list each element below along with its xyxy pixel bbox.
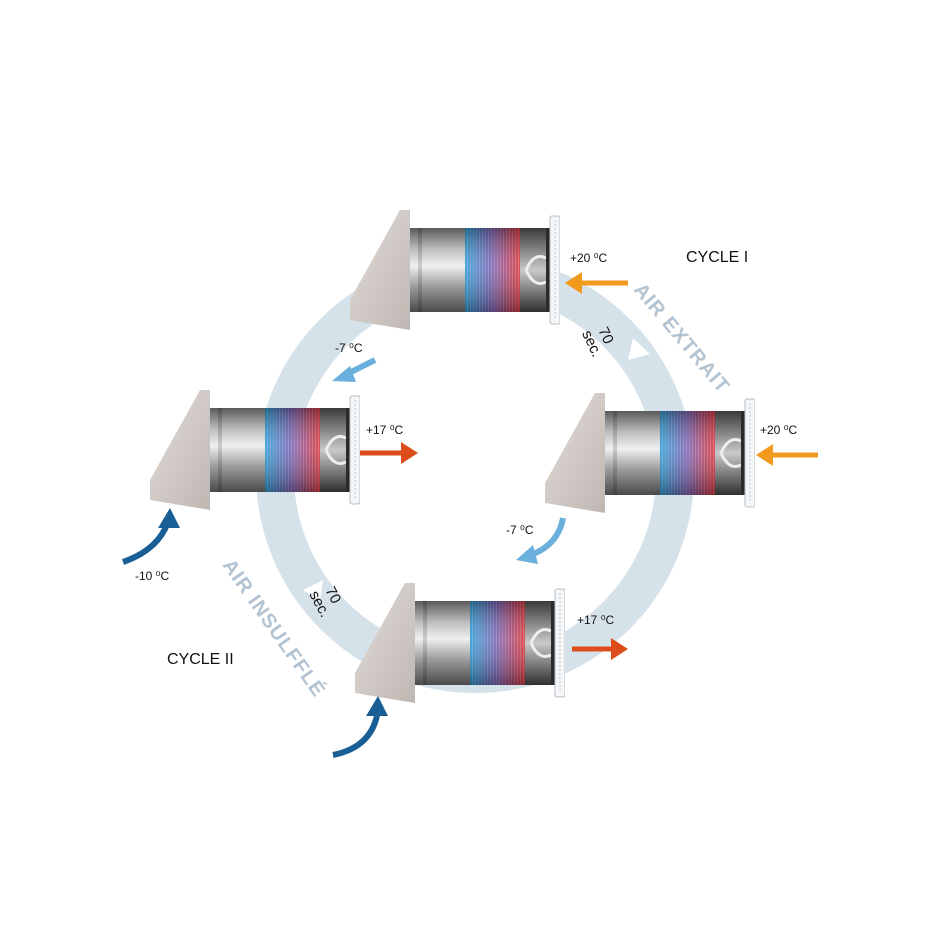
unit-left (150, 390, 360, 510)
cold-inflow-arrow-left (121, 508, 180, 565)
unit-bottom (355, 583, 565, 703)
temp-top-in: +20 ⁰C (570, 251, 608, 265)
cold-inflow-arrow-bottom (332, 696, 388, 758)
warm-outflow-arrow-bottom (572, 638, 628, 660)
unit-top (350, 210, 560, 330)
temp-left-out: +17 ⁰C (366, 423, 404, 437)
temp-top-out: -7 ⁰C (335, 341, 363, 355)
temp-right-out: -7 ⁰C (506, 523, 534, 537)
unit-right (545, 393, 755, 513)
warm-inflow-arrow-top (565, 272, 628, 294)
cycle-1-label: CYCLE I (686, 249, 748, 266)
temp-left-in: -10 ⁰C (135, 569, 169, 583)
temp-bottom-out: +17 ⁰C (577, 613, 615, 627)
duration-2-value: 70 (321, 584, 344, 607)
cycle-2-label: CYCLE II (167, 651, 234, 668)
direction-marker-left (303, 580, 323, 600)
cold-outflow-arrow-right (516, 517, 566, 564)
direction-marker-right (628, 338, 650, 360)
cold-outflow-arrow-top (332, 357, 377, 382)
warm-outflow-arrow-left (360, 442, 418, 464)
duration-1-value: 70 (594, 325, 616, 347)
warm-inflow-arrow-right (756, 444, 818, 466)
temp-right-in: +20 ⁰C (760, 423, 798, 437)
